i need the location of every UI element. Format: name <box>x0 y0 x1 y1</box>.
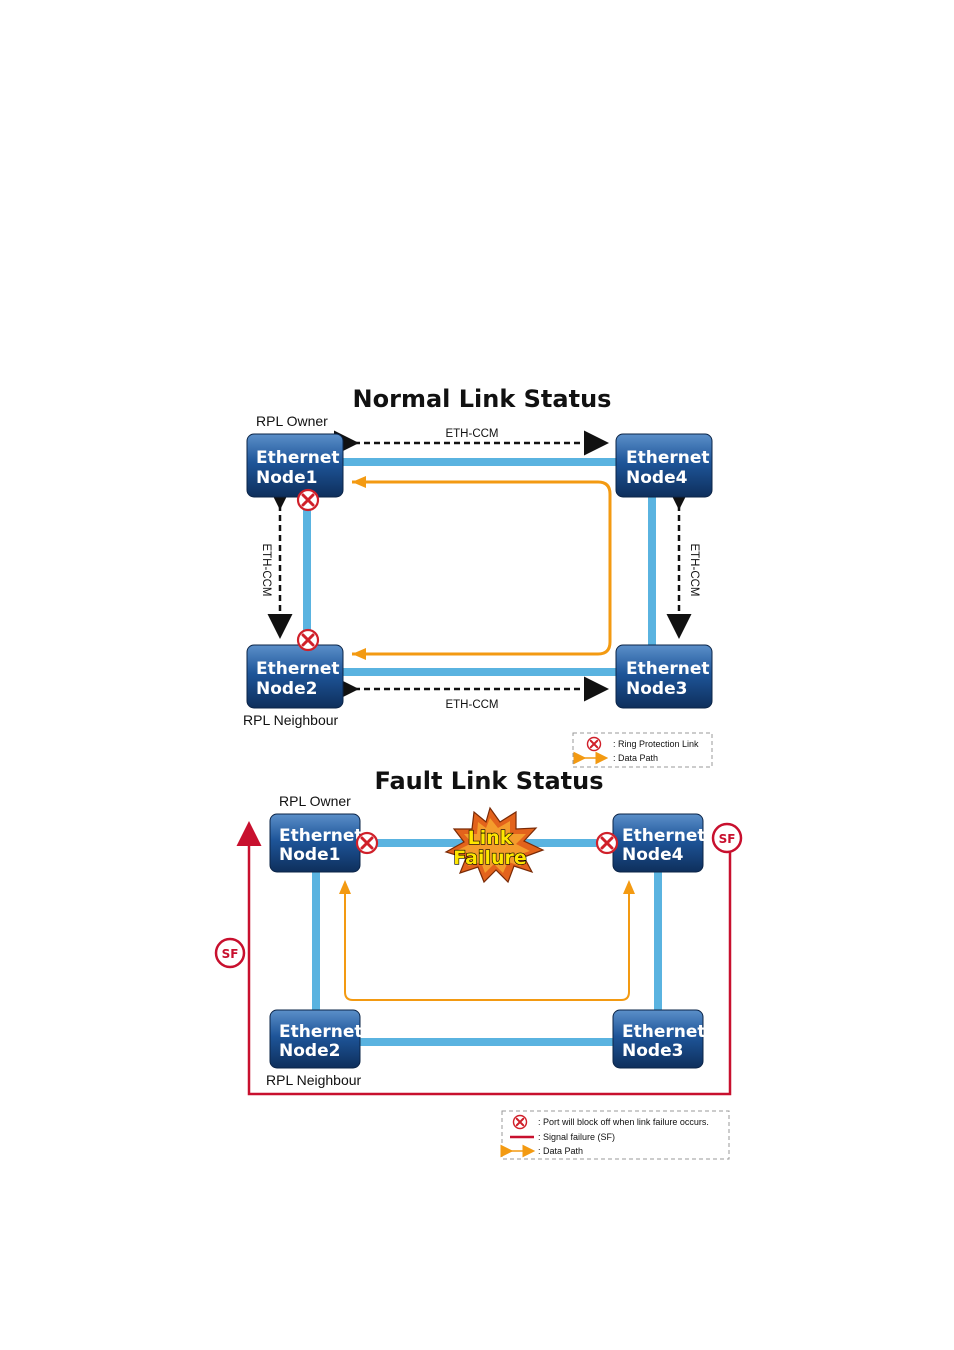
data-path-arrowhead-top <box>352 476 366 488</box>
fault-node2: Ethernet Node2 <box>269 1009 363 1069</box>
fault-title: Fault Link Status <box>374 767 603 795</box>
link-failure-burst: Link Failure <box>444 806 545 884</box>
sf-label: SF <box>719 832 736 846</box>
node-label-line2: Node4 <box>622 845 684 865</box>
node-label-line1: Ethernet <box>622 826 706 846</box>
sf-badge-right: SF <box>711 822 743 854</box>
fault-data-path <box>344 892 630 1001</box>
normal-legend: : Ring Protection Link : Data Path <box>572 732 713 768</box>
node-label-line1: Ethernet <box>256 659 340 679</box>
node-label-line1: Ethernet <box>622 1022 706 1042</box>
data-path-arrowhead-bottom <box>352 648 366 660</box>
rpl-neighbour-label: RPL Neighbour <box>243 712 339 728</box>
eth-ccm-label-left: ETH-CCM <box>260 543 272 596</box>
fault-node3: Ethernet Node3 <box>612 1009 706 1069</box>
node-label-line2: Node3 <box>622 1041 683 1061</box>
rpl-owner-label: RPL Owner <box>279 793 351 809</box>
data-path-arrowhead-left <box>339 880 351 894</box>
legend-data-path: : Data Path <box>538 1146 583 1156</box>
normal-title: Normal Link Status <box>353 385 612 413</box>
normal-ring-links <box>303 458 656 676</box>
normal-node1: Ethernet Node1 <box>246 433 344 498</box>
rpl-neighbour-label: RPL Neighbour <box>266 1072 362 1088</box>
node-label-line1: Ethernet <box>279 1022 363 1042</box>
fault-node4: Ethernet Node4 <box>612 813 706 873</box>
legend-port-block: : Port will block off when link failure … <box>538 1117 709 1127</box>
blocked-port-icon <box>595 831 619 855</box>
eth-ccm-label-top: ETH-CCM <box>445 428 498 440</box>
node-label-line2: Node2 <box>279 1041 340 1061</box>
node-label-line1: Ethernet <box>279 826 363 846</box>
legend-data-path: : Data Path <box>613 753 658 763</box>
fault-node1: Ethernet Node1 <box>269 813 363 873</box>
node-label-line1: Ethernet <box>626 448 710 468</box>
legend-ring-protection: : Ring Protection Link <box>613 739 699 749</box>
eth-ccm-label-bottom: ETH-CCM <box>445 699 498 711</box>
sf-label: SF <box>222 947 239 961</box>
normal-link-status: Normal Link Status ETH-CCM ETH-CCM ETH-C… <box>243 385 713 768</box>
fault-link-status: Fault Link Status Ethernet Node1 Etherne… <box>214 767 743 1160</box>
blocked-port-icon <box>355 831 379 855</box>
sf-badge-left: SF <box>214 937 246 969</box>
node-label-line1: Ethernet <box>256 448 340 468</box>
link-failure-line1: Link <box>468 827 513 849</box>
link-failure-line2: Failure <box>453 847 527 869</box>
fault-legend: : Port will block off when link failure … <box>500 1110 730 1160</box>
rpl-owner-label: RPL Owner <box>256 413 328 429</box>
ring-protection-icon <box>586 736 602 752</box>
eth-ccm-label-right: ETH-CCM <box>688 543 700 596</box>
blocked-port-icon <box>296 628 320 652</box>
blocked-port-icon <box>296 488 320 512</box>
data-path-arrowhead-right <box>623 880 635 894</box>
normal-data-path <box>352 480 612 656</box>
normal-node2: Ethernet Node2 <box>246 644 344 709</box>
node-label-line2: Node2 <box>256 679 317 699</box>
node-label-line2: Node1 <box>279 845 340 865</box>
node-label-line2: Node3 <box>626 679 687 699</box>
burst-inner <box>458 818 530 873</box>
signal-failure-path <box>236 821 732 1096</box>
node-label-line2: Node1 <box>256 468 317 488</box>
node-label-line2: Node4 <box>626 468 688 488</box>
normal-node4: Ethernet Node4 <box>615 433 713 498</box>
normal-node3: Ethernet Node3 <box>615 644 713 709</box>
legend-signal-failure: : Signal failure (SF) <box>538 1132 615 1142</box>
node-label-line1: Ethernet <box>626 659 710 679</box>
port-block-icon <box>512 1114 528 1130</box>
